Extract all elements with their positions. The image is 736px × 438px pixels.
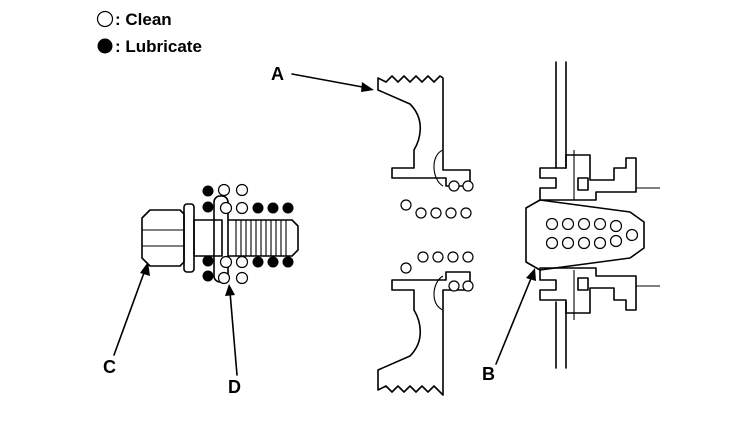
callout-b: B xyxy=(482,268,536,384)
callout-d-arrowhead xyxy=(225,284,235,296)
housing-upper xyxy=(539,154,637,201)
legend-clean-label: : Clean xyxy=(115,10,172,29)
tapered-shaft xyxy=(525,199,645,271)
bolt-head xyxy=(141,209,185,267)
clean-symbol-icon xyxy=(96,10,114,28)
callout-d-label: D xyxy=(228,377,241,397)
bolt-shank xyxy=(193,219,223,257)
pulley xyxy=(377,75,474,396)
lubricate-symbol-icon xyxy=(97,38,113,54)
pulley-lower-half xyxy=(377,271,471,396)
callout-d: D xyxy=(225,284,241,397)
callout-b-arrowhead xyxy=(526,268,536,281)
housing-lower xyxy=(539,267,637,314)
bolt-bottom-marks xyxy=(202,255,294,285)
pulley-marks xyxy=(400,180,474,292)
callout-b-label: B xyxy=(482,364,495,384)
legend: : Clean : Lubricate xyxy=(96,10,202,56)
callout-c-label: C xyxy=(103,357,116,377)
callout-c: C xyxy=(103,262,150,377)
callout-a-label: A xyxy=(271,64,284,84)
callout-a: A xyxy=(271,64,374,92)
bolt-top-marks xyxy=(202,183,294,215)
shaft-housing xyxy=(525,61,660,369)
shaft-marks xyxy=(545,217,639,250)
callout-c-arrowhead xyxy=(140,262,150,276)
bolt-thread xyxy=(227,219,299,257)
callout-a-arrowhead xyxy=(361,82,374,92)
legend-lubricate-label: : Lubricate xyxy=(115,37,202,56)
thread-lines xyxy=(235,220,287,256)
bolt-assembly xyxy=(141,183,299,285)
flange-washer xyxy=(183,203,195,273)
pulley-upper-half xyxy=(377,75,471,187)
